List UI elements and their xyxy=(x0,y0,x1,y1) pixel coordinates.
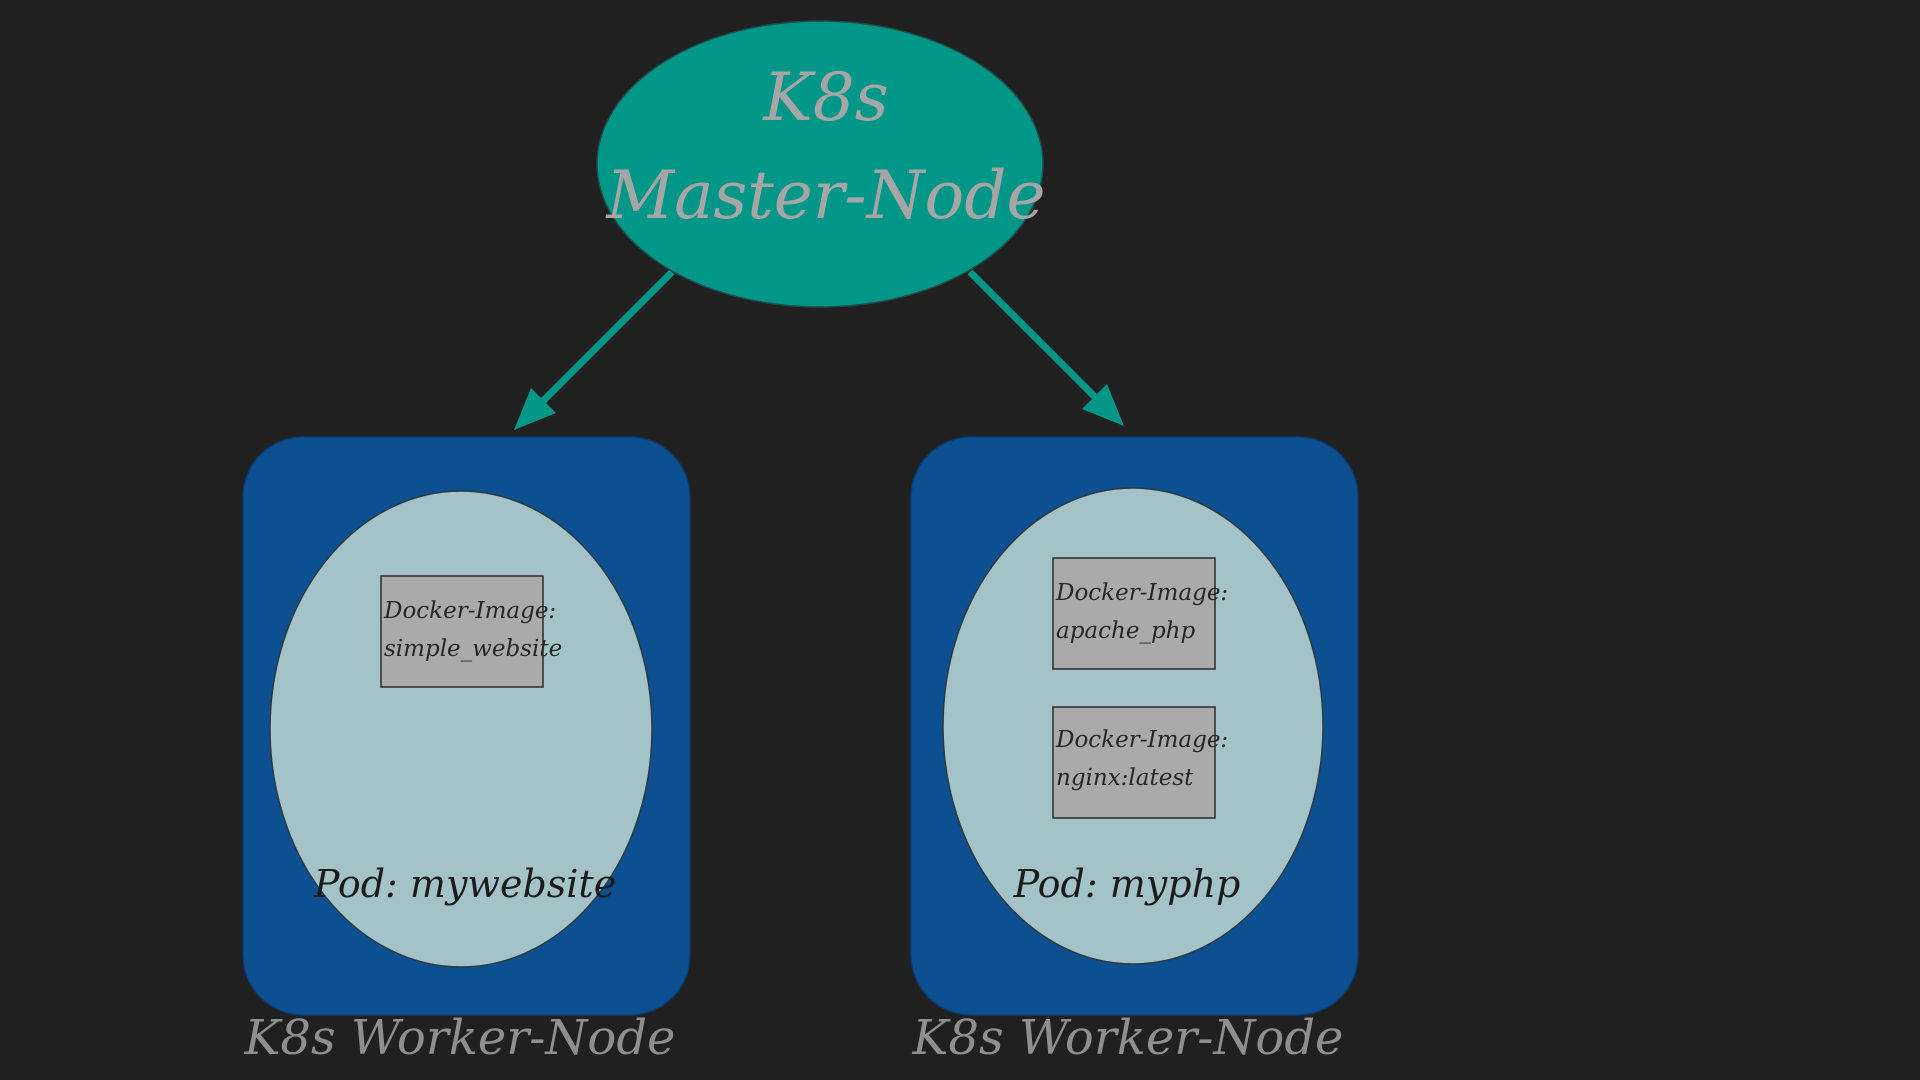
worker-label: K8s Worker-Node xyxy=(244,1010,676,1066)
pod-mywebsite[interactable]: Docker-Image: simple_website Pod: mywebs… xyxy=(269,490,653,968)
docker-image-apache-php[interactable]: Docker-Image: apache_php xyxy=(1052,557,1228,670)
master-label-line2: Master-Node xyxy=(605,157,1045,234)
worker-node-2[interactable]: Docker-Image: apache_php Docker-Image: n… xyxy=(910,436,1359,1066)
image-title: Docker-Image: xyxy=(1055,727,1228,753)
docker-image-simple-website[interactable]: Docker-Image: simple_website xyxy=(380,575,562,688)
arrowhead-1 xyxy=(514,388,556,430)
pod-label: Pod: mywebsite xyxy=(313,862,616,906)
pod-myphp[interactable]: Docker-Image: apache_php Docker-Image: n… xyxy=(942,487,1324,965)
image-title: Docker-Image: xyxy=(383,598,556,624)
arrow-to-worker-2 xyxy=(967,269,1124,426)
worker-node-1[interactable]: Docker-Image: simple_website Pod: mywebs… xyxy=(242,436,691,1066)
image-name: apache_php xyxy=(1056,618,1195,644)
image-name: nginx:latest xyxy=(1056,765,1194,791)
master-node[interactable]: K8s Master-Node xyxy=(596,20,1046,308)
arrow-to-worker-1 xyxy=(514,269,675,430)
pod-label: Pod: myphp xyxy=(1013,862,1241,906)
docker-image-nginx-latest[interactable]: Docker-Image: nginx:latest xyxy=(1052,706,1228,819)
arrowhead-2 xyxy=(1082,384,1124,426)
worker-label: K8s Worker-Node xyxy=(912,1010,1344,1066)
image-name: simple_website xyxy=(384,636,562,662)
image-title: Docker-Image: xyxy=(1055,580,1228,606)
master-label-line1: K8s xyxy=(762,59,888,136)
